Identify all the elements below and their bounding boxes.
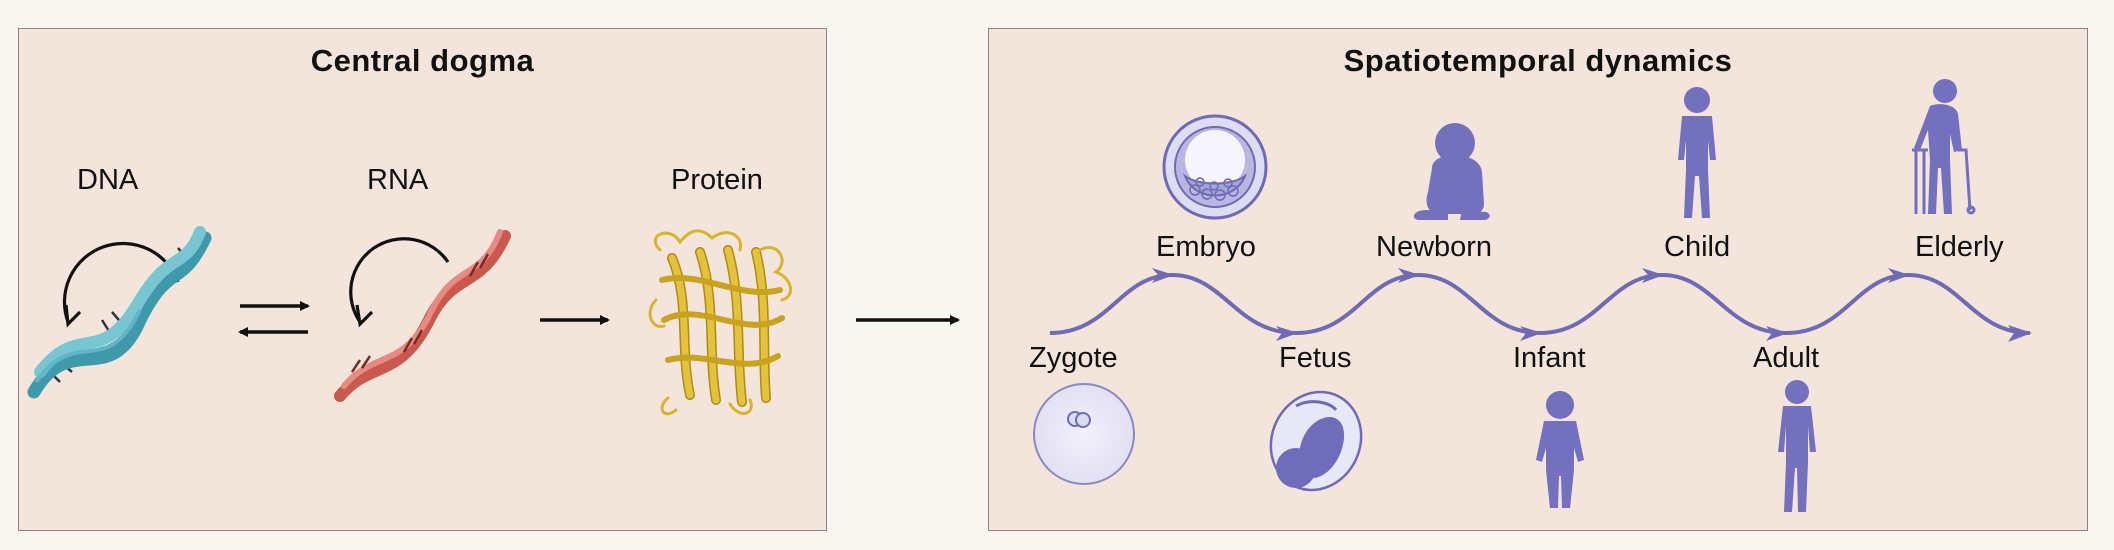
protein-structure-icon	[648, 229, 792, 416]
reversible-transcription-arrows	[238, 301, 310, 337]
infant-icon	[1536, 391, 1584, 508]
dna-helix-icon	[27, 226, 212, 399]
developmental-timeline-wave	[1049, 272, 2031, 336]
child-icon	[1678, 87, 1716, 218]
stage-label-adult: Adult	[1753, 342, 1820, 374]
spatiotemporal-panel: Spatiotemporal dynamics Zygote Embryo Fe…	[988, 28, 2088, 531]
dna-label: DNA	[77, 164, 139, 196]
newborn-icon	[1413, 123, 1490, 220]
adult-icon	[1778, 380, 1816, 512]
central-dogma-title: Central dogma	[310, 43, 535, 78]
embryo-blastocyst-icon	[1162, 114, 1268, 220]
stage-label-child: Child	[1664, 231, 1731, 263]
fetus-icon	[1269, 390, 1363, 492]
stage-label-embryo: Embryo	[1156, 231, 1256, 263]
timeline-arrowheads	[1152, 268, 2032, 342]
rna-label: RNA	[367, 164, 429, 196]
spatiotemporal-title: Spatiotemporal dynamics	[1343, 43, 1733, 78]
protein-label: Protein	[671, 164, 763, 196]
elderly-icon	[1912, 79, 1976, 215]
stage-label-infant: Infant	[1513, 342, 1586, 374]
stage-label-zygote: Zygote	[1029, 342, 1118, 374]
stage-label-newborn: Newborn	[1376, 231, 1493, 263]
rna-strand-icon	[334, 229, 511, 402]
zygote-cell-icon	[1033, 383, 1135, 485]
stage-label-elderly: Elderly	[1915, 231, 2004, 263]
stage-label-fetus: Fetus	[1279, 342, 1352, 374]
